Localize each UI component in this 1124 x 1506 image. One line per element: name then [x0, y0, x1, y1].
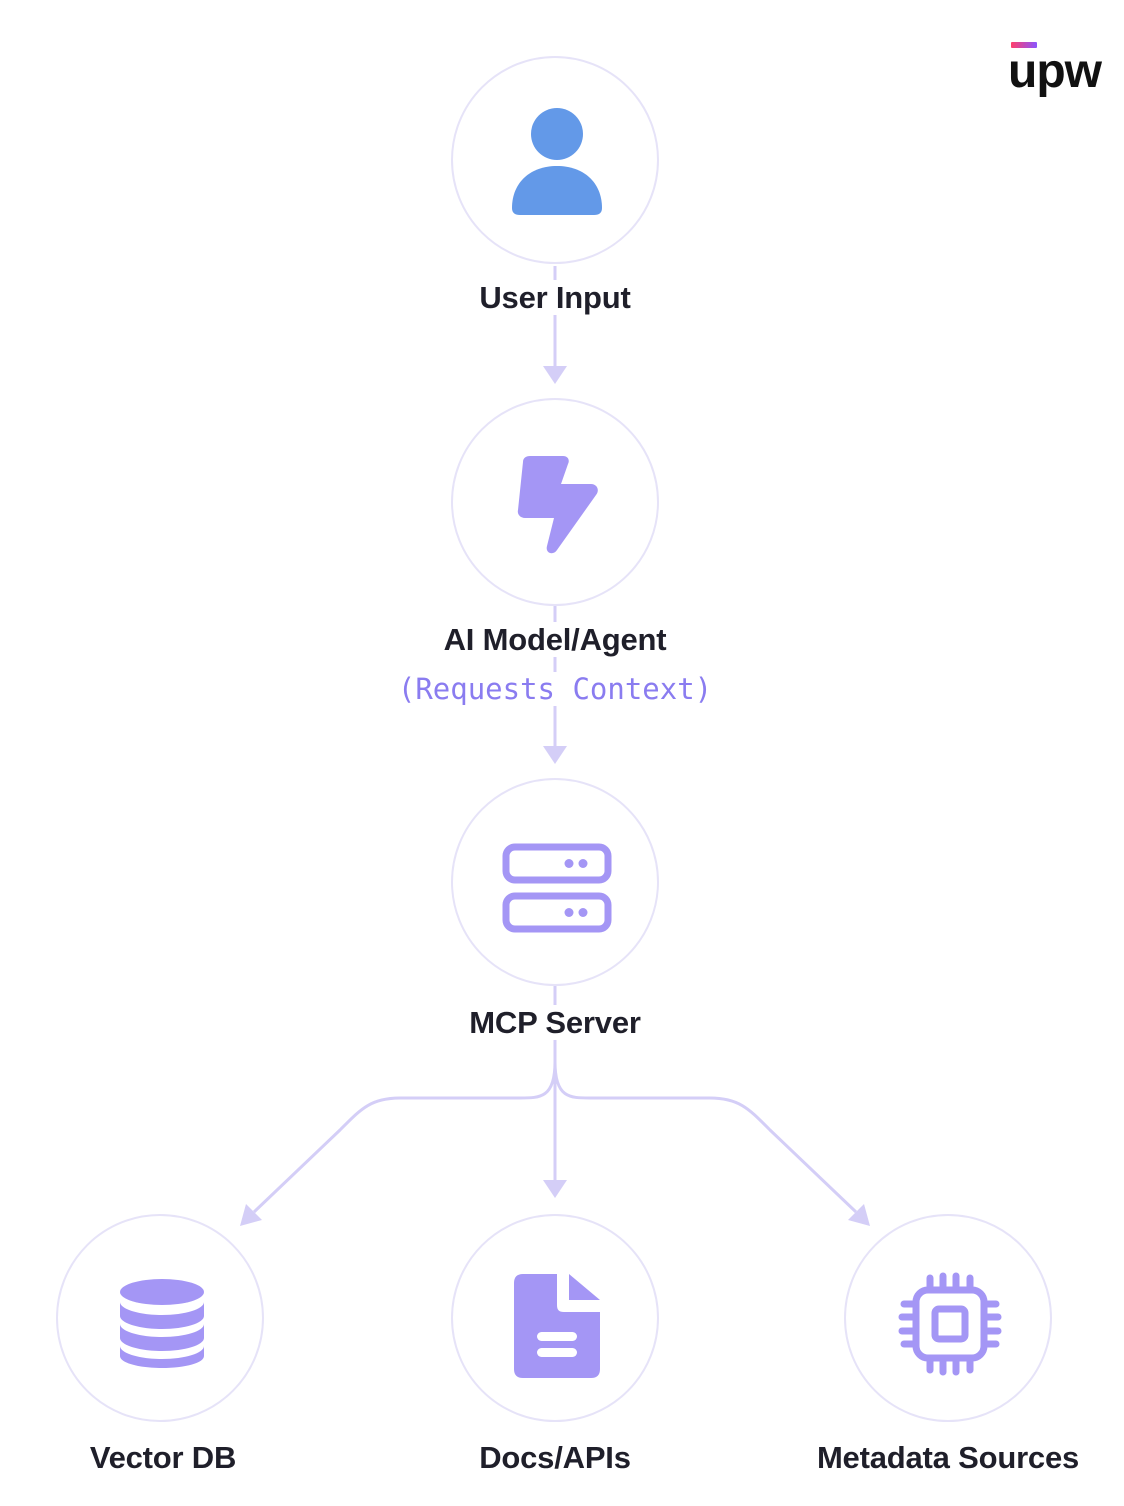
arrow-mcp-to-metadata	[553, 1061, 858, 1214]
user-icon	[512, 108, 602, 215]
label-vector-db: Vector DB	[87, 1440, 239, 1475]
logo-accent-bar	[1011, 42, 1037, 48]
arrowhead-mcp-to-metadata	[848, 1204, 870, 1226]
database-icon	[120, 1279, 204, 1368]
label-metadata-sources: Metadata Sources	[814, 1440, 1082, 1475]
label-mcp-server: MCP Server	[467, 1005, 643, 1040]
label-user-input: User Input	[477, 280, 633, 315]
node-user-input	[451, 56, 659, 264]
arrowhead-mcp-to-docs	[543, 1180, 567, 1198]
arrowhead-user-to-ai	[543, 366, 567, 384]
document-icon	[514, 1274, 600, 1378]
node-metadata-sources	[844, 1214, 1052, 1422]
chip-icon	[898, 1272, 1002, 1376]
arrow-mcp-to-vector	[252, 1061, 557, 1214]
node-ai-model	[451, 398, 659, 606]
label-ai-model: AI Model/Agent	[441, 622, 669, 657]
arrowhead-mcp-to-vector	[240, 1204, 262, 1226]
lightning-bolt-icon	[517, 456, 598, 554]
node-vector-db	[56, 1214, 264, 1422]
brand-logo: upw	[1008, 42, 1124, 98]
sublabel-ai-model: (Requests Context)	[397, 672, 713, 706]
node-mcp-server	[451, 778, 659, 986]
node-docs-apis	[451, 1214, 659, 1422]
server-icon	[502, 843, 612, 933]
logo-text: upw	[1008, 45, 1102, 98]
label-docs-apis: Docs/APIs	[477, 1440, 633, 1475]
arrowhead-ai-to-mcp	[543, 746, 567, 764]
